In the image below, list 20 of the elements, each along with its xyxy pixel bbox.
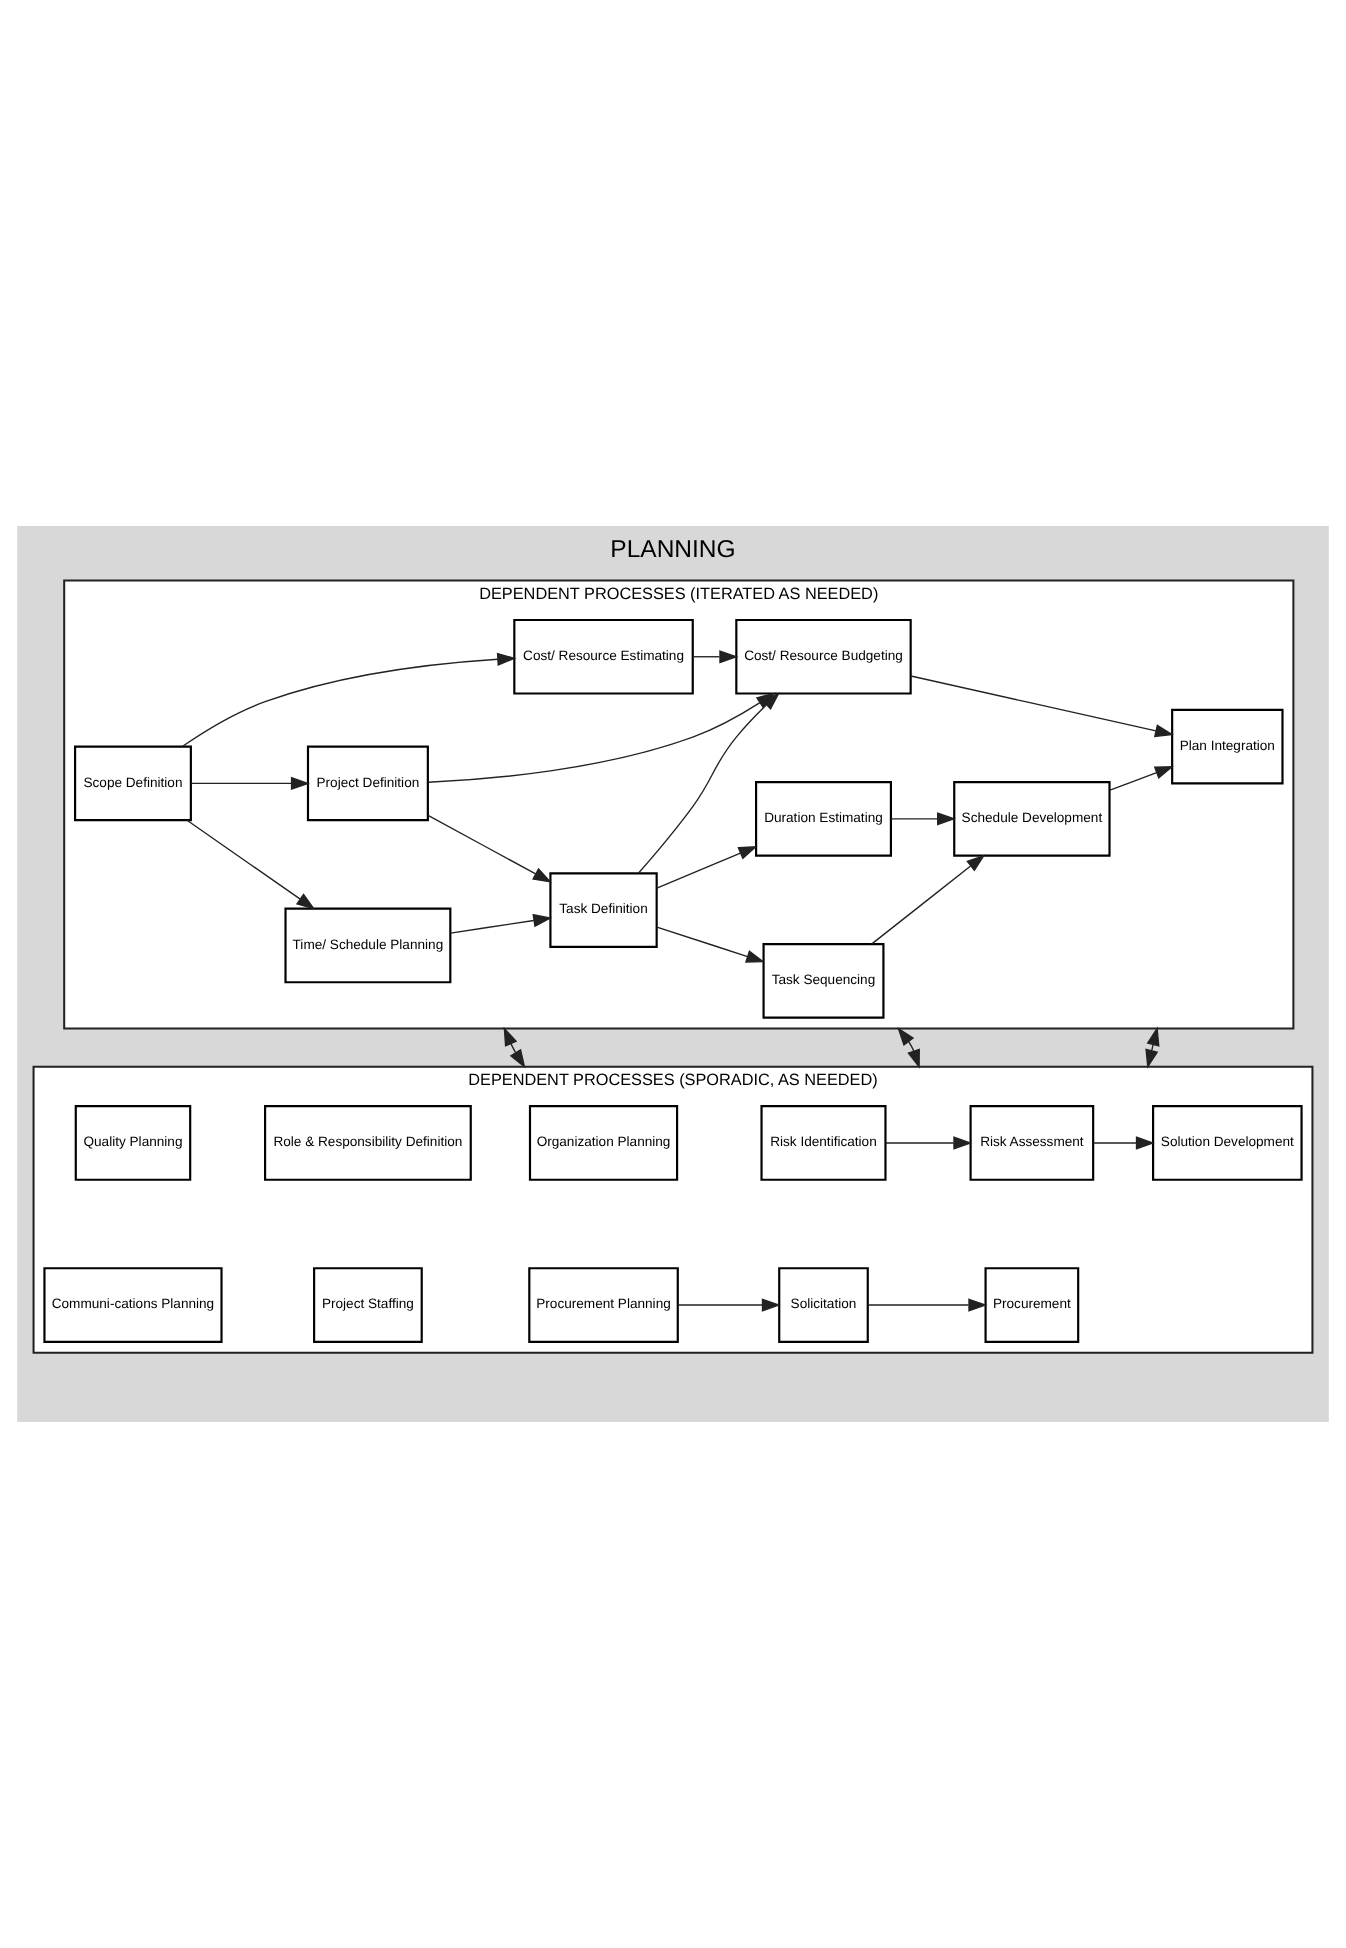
arrow	[656, 845, 758, 889]
arrow	[885, 1136, 973, 1150]
arrow	[890, 812, 957, 826]
arrow	[870, 854, 986, 945]
arrow	[190, 776, 310, 791]
arrow	[503, 1026, 526, 1069]
arrow	[450, 913, 553, 934]
arrow	[656, 926, 766, 963]
arrow	[897, 1026, 920, 1069]
arrow	[1093, 1136, 1155, 1150]
arrow	[1109, 766, 1174, 791]
diagram-title: PLANNING	[610, 534, 736, 563]
arrow	[677, 1298, 781, 1312]
arrow	[182, 652, 517, 747]
arrow	[186, 819, 316, 910]
arrow	[910, 675, 1175, 738]
arrow	[1145, 1026, 1160, 1069]
arrow	[692, 650, 739, 664]
arrow	[427, 814, 552, 883]
arrow	[867, 1298, 988, 1312]
